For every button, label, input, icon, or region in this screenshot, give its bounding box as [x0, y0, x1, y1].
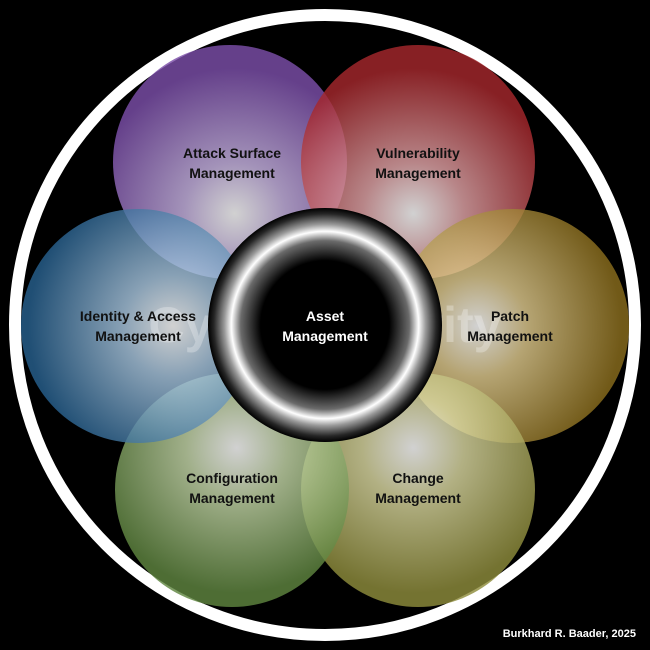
petal-label-attack-surface-line1: Attack Surface: [183, 145, 281, 161]
petal-label-identity-access-line1: Identity & Access: [80, 308, 196, 324]
petal-label-change-line2: Management: [375, 490, 461, 506]
petal-label-vulnerability-line2: Management: [375, 165, 461, 181]
petal-label-configuration-line2: Management: [189, 490, 275, 506]
petal-label-patch-line2: Management: [467, 328, 553, 344]
petal-identity-access: [21, 209, 255, 443]
petal-label-configuration-line1: Configuration: [186, 470, 278, 486]
center-label-line1: Asset: [306, 308, 344, 324]
outer-ring: [9, 9, 641, 641]
petal-label-change-line1: Change: [392, 470, 444, 486]
petal-label-attack-surface-line2: Management: [189, 165, 275, 181]
petal-label-patch-line1: Patch: [491, 308, 529, 324]
petal-label-vulnerability-line1: Vulnerability: [376, 145, 460, 161]
petal-group: [21, 45, 629, 607]
center-label-line2: Management: [282, 328, 368, 344]
petal-label-identity-access-line2: Management: [95, 328, 181, 344]
author-credit: Burkhard R. Baader, 2025: [502, 628, 636, 640]
center-hub: [208, 208, 442, 442]
